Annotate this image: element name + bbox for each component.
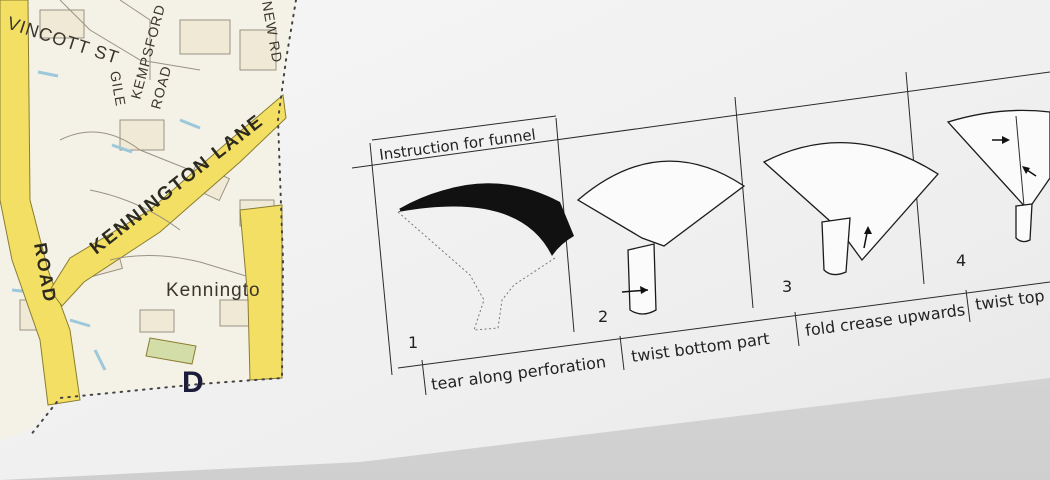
step-2-illustration	[576, 160, 746, 315]
step-number: 4	[956, 251, 966, 270]
map-section: VINCOTT ST GILE KEMPSFORD ROAD NEW RD KE…	[0, 0, 297, 440]
step-number: 1	[408, 333, 418, 352]
perforation-border	[29, 0, 297, 437]
step-1-illustration	[397, 183, 574, 331]
step-4-illustration	[946, 109, 1050, 243]
step-number: 3	[782, 277, 792, 296]
step-3-illustration	[762, 142, 939, 276]
street-label: GILE	[107, 70, 129, 108]
place-label: Kenningto	[166, 280, 261, 301]
instruction-panel: Instruction for funnel 1 tear along perf…	[351, 71, 1050, 396]
map-marker-letter: D	[182, 366, 204, 399]
step-number: 2	[598, 307, 608, 326]
